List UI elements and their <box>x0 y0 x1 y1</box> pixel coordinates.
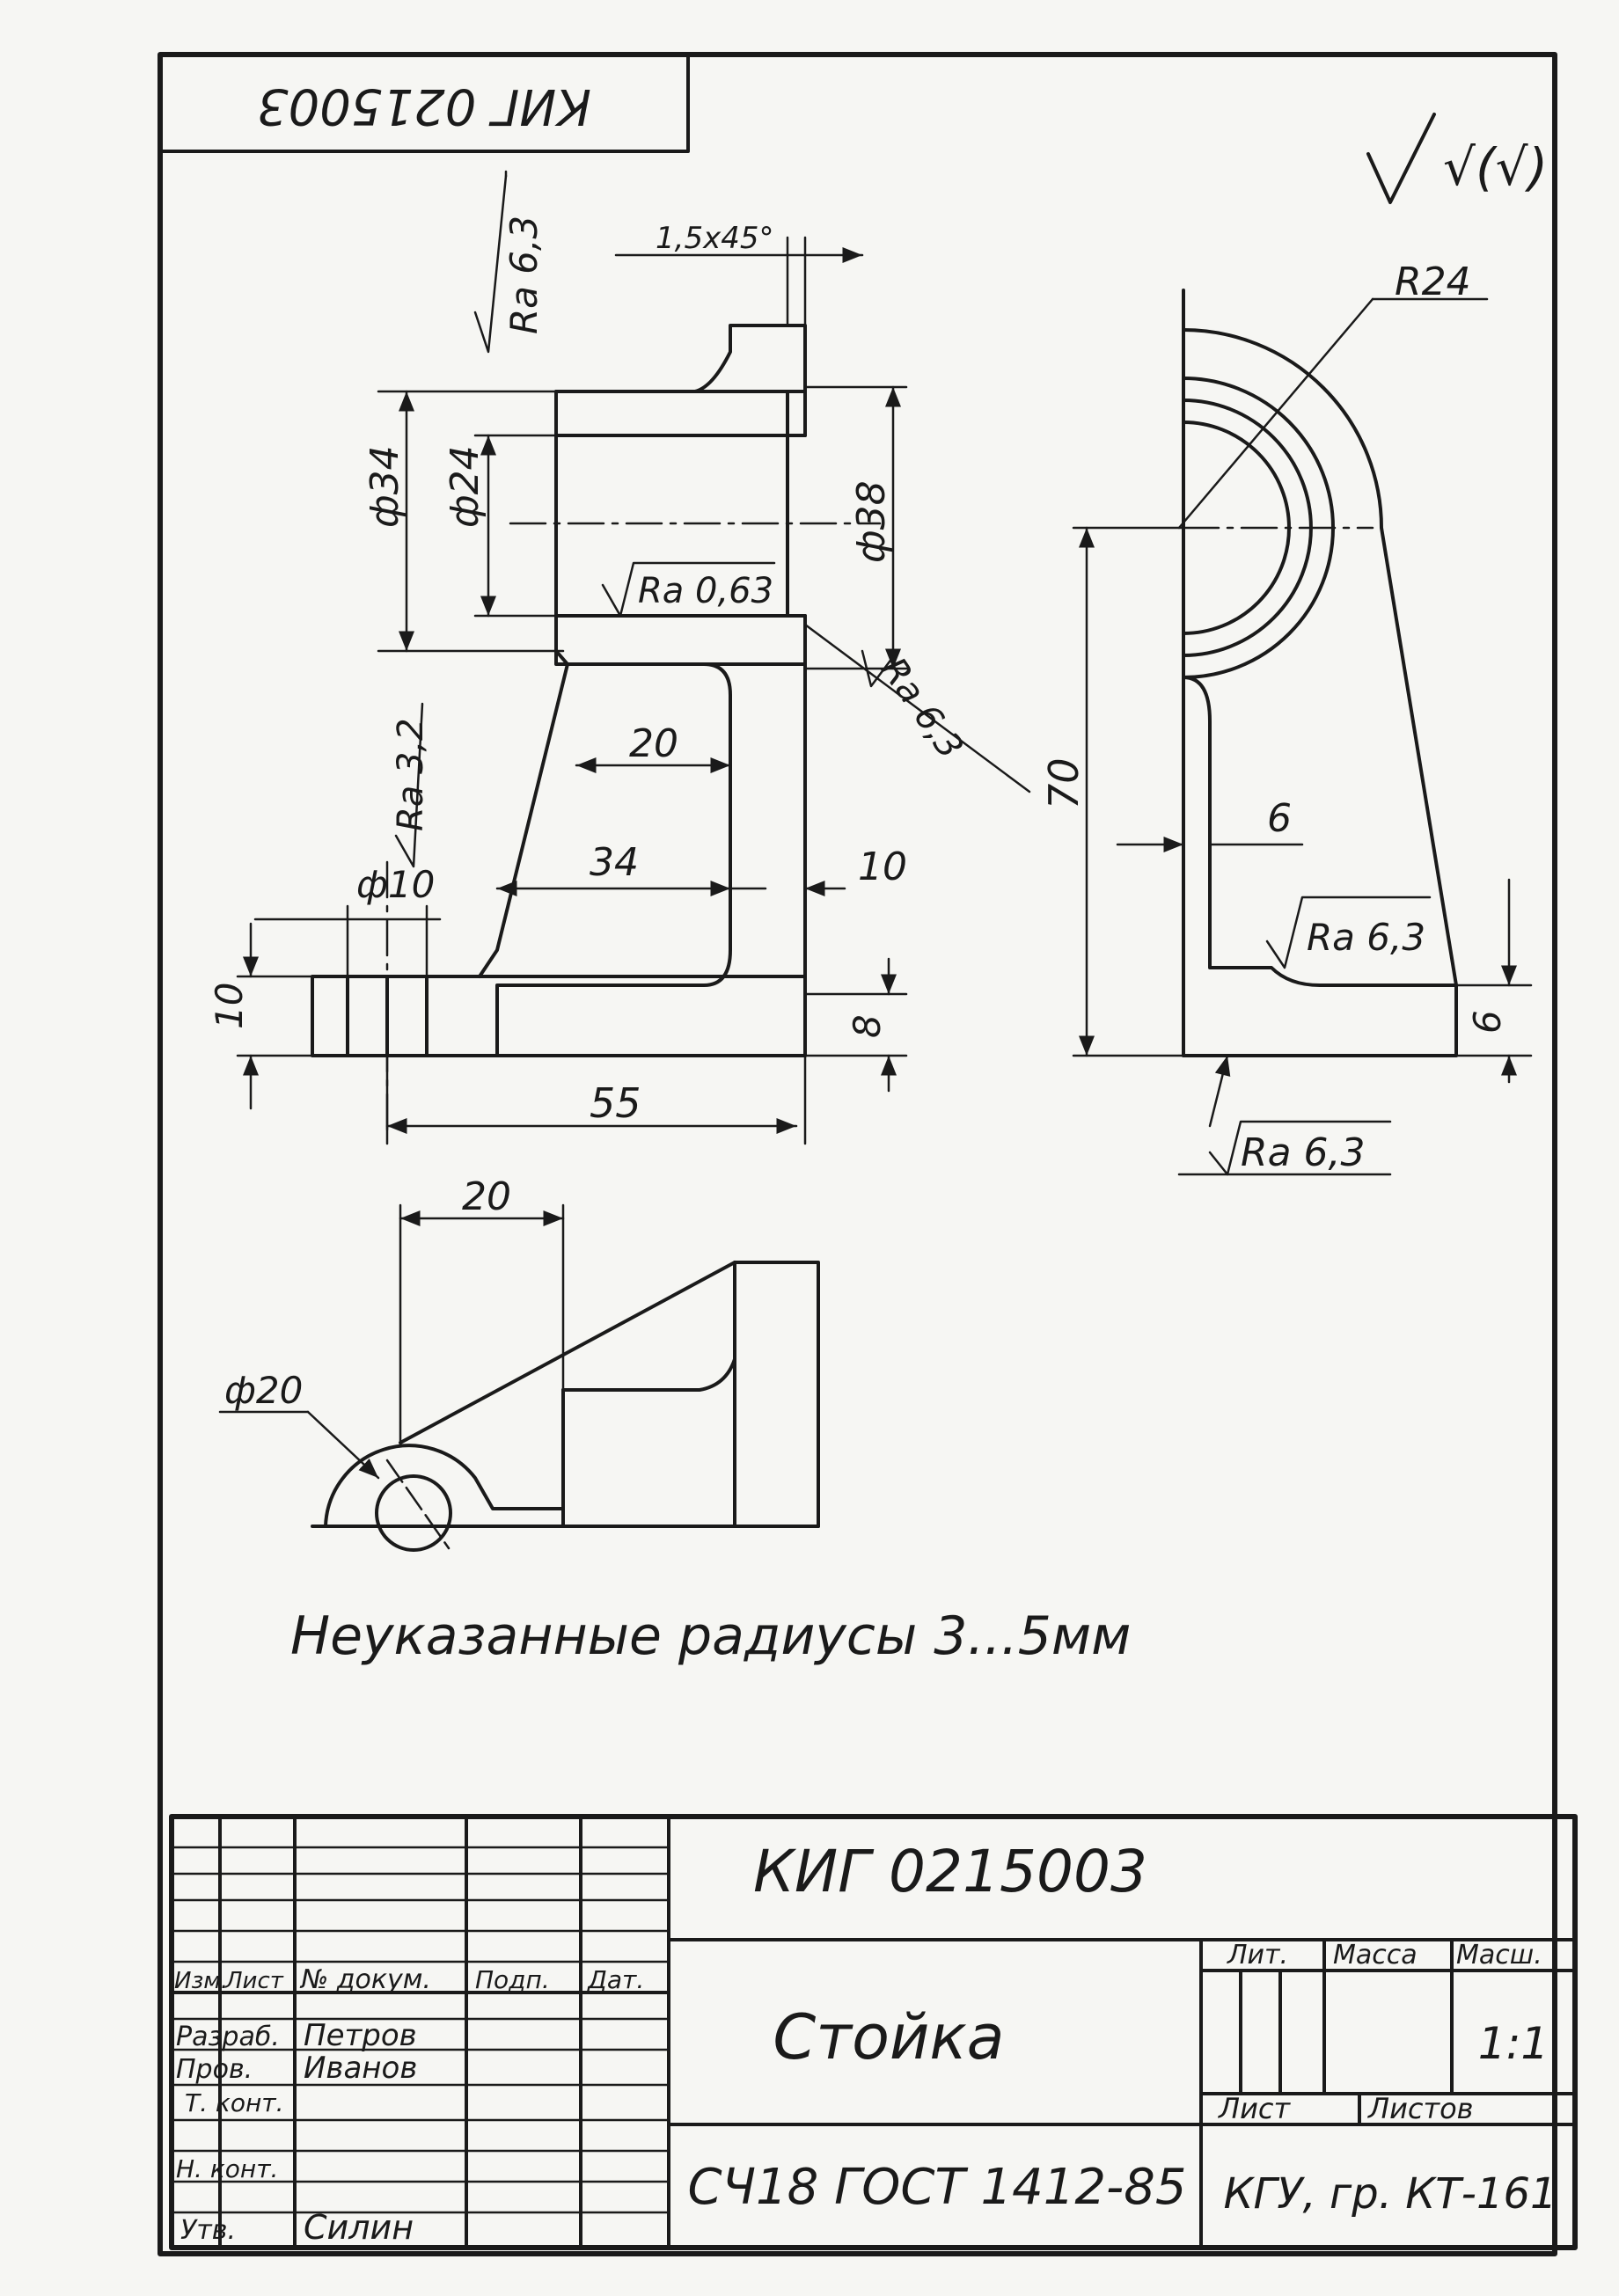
dim-10-base: 10 <box>208 983 251 1029</box>
designation-stamp-text: КИГ 0215003 <box>257 77 591 135</box>
svg-text:Ra 0,63: Ra 0,63 <box>638 571 773 611</box>
section-boss-bottom <box>554 614 807 666</box>
tb-role-ncontrol: Н. конт. <box>176 2154 278 2183</box>
dim-r24: R24 <box>1395 260 1471 304</box>
dim-34: 34 <box>590 840 639 885</box>
svg-text:Ra 6,3: Ra 6,3 <box>873 650 971 766</box>
unspecified-radii-note: Неуказанные радиусы 3...5мм <box>290 1605 1131 1667</box>
tb-col-izm: Изм. <box>174 1968 228 1994</box>
svg-text:Ra 6,3: Ra 6,3 <box>1307 916 1425 959</box>
base-plate <box>311 975 807 1057</box>
bore <box>554 434 789 618</box>
general-roughness-mark: √(√) <box>1366 113 1548 204</box>
title-block: Изм. Лист № докум. Подп. Дат. Разраб. Пе… <box>169 1814 1578 2250</box>
tb-scale-value: 1:1 <box>1478 2018 1549 2069</box>
general-roughness-text: √(√) <box>1443 137 1548 197</box>
tb-mass-label: Масса <box>1333 1940 1418 1971</box>
tb-name-developer: Петров <box>304 2018 417 2053</box>
tb-sheet-label: Лист <box>1218 2092 1291 2125</box>
drawing-frame <box>158 52 1557 2256</box>
roughness-rib: Ra 6,3 <box>803 623 1031 793</box>
tb-organization: КГУ, гр. КТ-161 <box>1223 2169 1557 2219</box>
front-section-view: 1,5x45° ф34 ф24 ф38 20 34 10 ф10 <box>208 170 1031 1145</box>
tb-scale-label: Масш. <box>1456 1940 1542 1971</box>
roughness-bore: Ra 0,63 <box>601 561 776 618</box>
dim-55: 55 <box>590 1079 641 1127</box>
dim-d20: ф20 <box>224 1369 303 1412</box>
dim-d34: ф34 <box>363 445 407 528</box>
dim-70: 70 <box>1040 757 1088 809</box>
tb-name-checker: Иванов <box>304 2051 417 2086</box>
side-view: R24 70 6 6 Ra 6,3 Ra 6,3 <box>1040 260 1533 1176</box>
top-view: 20 ф20 <box>218 1174 820 1552</box>
roughness-hole: Ra 3,2 <box>391 702 431 868</box>
section-hub <box>554 390 807 437</box>
dim-8: 8 <box>846 1014 889 1038</box>
section-upper-wall <box>554 324 807 437</box>
tb-col-date: Дат. <box>586 1965 644 1994</box>
tb-material: СЧ18 ГОСТ 1412-85 <box>688 2159 1187 2216</box>
dim-d10: ф10 <box>356 863 435 906</box>
roughness-top-left: Ra 6,3 <box>473 170 546 354</box>
designation-stamp: КИГ 0215003 <box>158 53 690 153</box>
roughness-side-bottom: Ra 6,3 <box>1177 1054 1392 1176</box>
svg-text:Ra 6,3: Ra 6,3 <box>1241 1130 1366 1175</box>
dim-6-base: 6 <box>1466 1010 1509 1034</box>
dim-chamfer: 1,5x45° <box>656 221 773 256</box>
tb-col-sign: Подп. <box>475 1965 550 1994</box>
dim-6-wall: 6 <box>1267 796 1292 841</box>
tb-designation: КИГ 0215003 <box>753 1838 1147 1905</box>
roughness-side-base: Ra 6,3 <box>1265 896 1432 969</box>
dim-20-top: 20 <box>462 1174 511 1219</box>
dim-d38: ф38 <box>849 480 894 563</box>
tb-name-approved: Силин <box>304 2208 414 2247</box>
dim-10-rib: 10 <box>858 845 907 889</box>
tb-role-developer: Разраб. <box>176 2022 280 2052</box>
tb-role-tcontrol: Т. конт. <box>185 2088 283 2117</box>
dim-d24: ф24 <box>443 445 487 528</box>
svg-text:Ra 6,3: Ra 6,3 <box>502 216 546 334</box>
tb-sheets-label: Листов <box>1367 2092 1474 2125</box>
tb-col-list: Лист <box>224 1968 284 1994</box>
svg-text:Ra 3,2: Ra 3,2 <box>391 718 431 831</box>
section-rib <box>495 614 807 1057</box>
tb-col-docno: № докум. <box>299 1964 431 1995</box>
dim-20-inner: 20 <box>629 721 678 766</box>
tb-role-approved: Утв. <box>180 2215 236 2246</box>
tb-role-checker: Пров. <box>176 2054 253 2085</box>
tb-lit-label: Лит. <box>1227 1940 1288 1971</box>
tb-part-name: Стойка <box>773 2001 1004 2073</box>
